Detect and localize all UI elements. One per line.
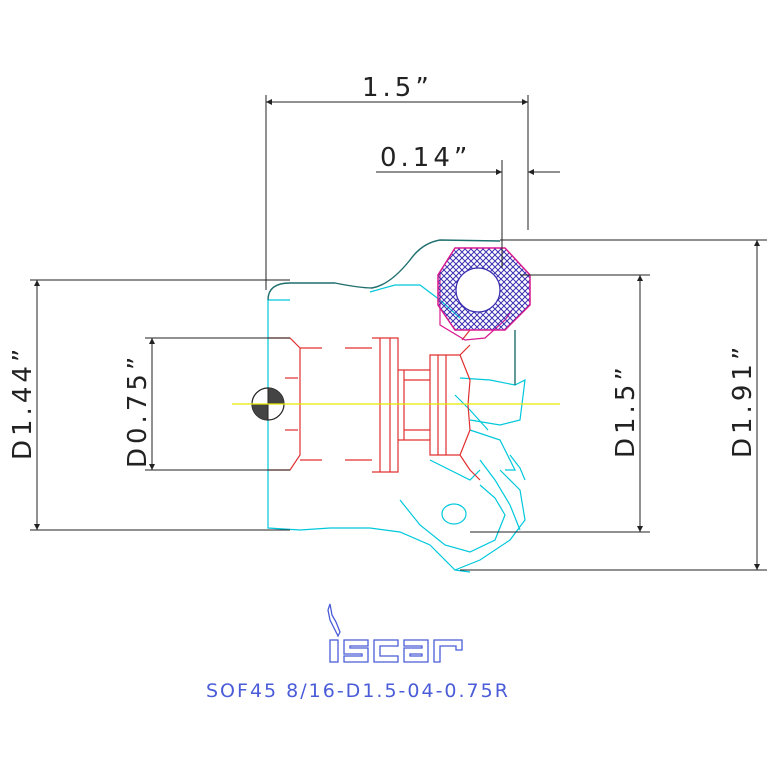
dim-overall-length: 1.5”	[362, 73, 433, 103]
tool-designation: SOF45 8/16-D1.5-04-0.75R	[206, 680, 510, 702]
dim-bore-diameter: D0.75”	[123, 353, 153, 468]
dim-max-diameter: D1.91”	[728, 343, 758, 458]
cutting-insert	[437, 247, 531, 341]
tool-body-edge	[267, 239, 516, 385]
dim-body-diameter: D1.44”	[8, 345, 38, 460]
dim-nominal-diameter: D1.5”	[611, 363, 641, 458]
dimension-lines	[30, 95, 767, 571]
iscar-logo: iscar	[327, 603, 463, 663]
dim-insert-offset: 0.14”	[380, 143, 471, 173]
section-view	[268, 329, 481, 481]
